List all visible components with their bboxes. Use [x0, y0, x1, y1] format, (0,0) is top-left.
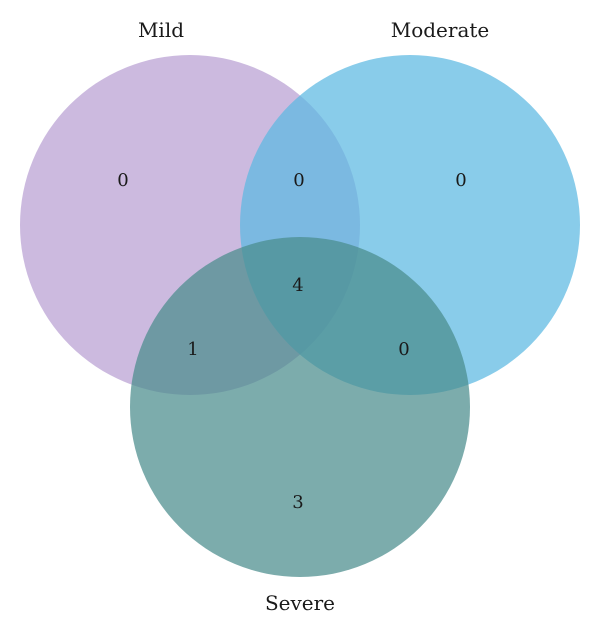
count-moderate-only: 0 — [455, 170, 466, 191]
set-label-mild: Mild — [138, 18, 184, 42]
count-mild-moderate: 0 — [293, 170, 304, 191]
count-mild-only: 0 — [117, 170, 128, 191]
count-moderate-severe: 0 — [398, 339, 409, 360]
set-label-moderate: Moderate — [391, 18, 490, 42]
severe-circle — [130, 237, 470, 577]
count-severe-only: 3 — [292, 492, 303, 513]
count-mild-severe: 1 — [187, 339, 198, 360]
count-all-three: 4 — [292, 275, 303, 296]
set-label-severe: Severe — [265, 591, 335, 615]
